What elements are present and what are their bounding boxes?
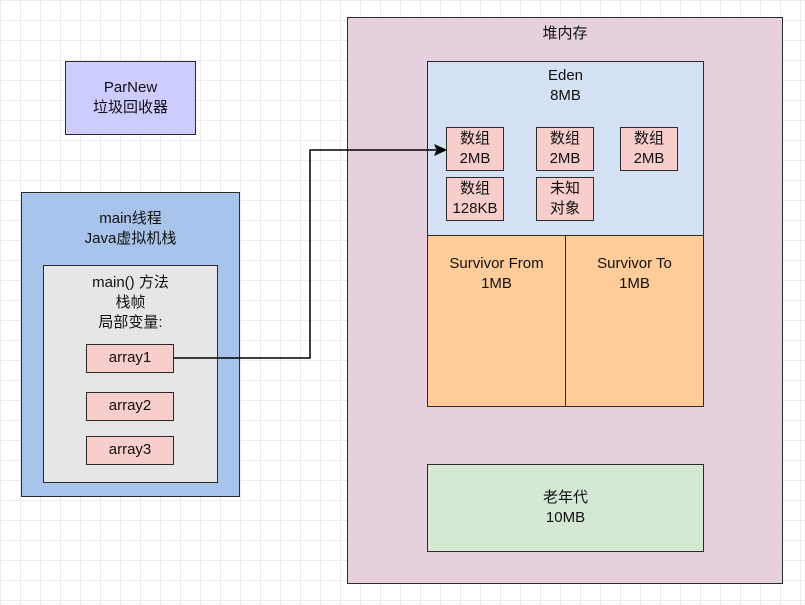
object-kind: 数组 [633, 130, 664, 147]
eden-title: Eden [547, 67, 584, 84]
object-kind: 数组 [459, 180, 490, 197]
object-kind: 数组 [459, 130, 490, 147]
eden-object: 未知 对象 [536, 177, 594, 221]
heap-title: 堆内存 [542, 25, 588, 42]
variable-array3: array3 [86, 436, 174, 465]
eden-size: 8MB [550, 87, 581, 104]
survivor-from-region: Survivor From 1MB [427, 235, 566, 407]
parnew-title: ParNew [103, 79, 158, 96]
old-generation-size: 10MB [545, 509, 586, 526]
stack-title: Java虚拟机栈 [84, 230, 177, 247]
survivor-from-size: 1MB [481, 275, 512, 292]
variable-array1: array1 [86, 344, 174, 373]
eden-object: 数组 2MB [620, 127, 678, 171]
old-generation-title: 老年代 [542, 489, 588, 506]
variable-array2: array2 [86, 392, 174, 421]
frame-method-label: main() 方法 [92, 274, 169, 291]
object-size: 2MB [459, 150, 491, 167]
survivor-to-region: Survivor To 1MB [565, 235, 704, 407]
eden-object: 数组 2MB [446, 127, 504, 171]
survivor-to-size: 1MB [619, 275, 650, 292]
eden-object: 数组 2MB [536, 127, 594, 171]
object-size: 2MB [633, 150, 665, 167]
object-size: 128KB [452, 200, 498, 217]
frame-label: 栈帧 [115, 294, 146, 311]
survivor-to-title: Survivor To [597, 255, 672, 272]
eden-object: 数组 128KB [446, 177, 504, 221]
survivor-from-title: Survivor From [449, 255, 544, 272]
parnew-collector-box: ParNew 垃圾回收器 [65, 61, 196, 135]
frame-locals-label: 局部变量: [98, 314, 163, 331]
object-size: 2MB [549, 150, 581, 167]
object-kind: 未知 [549, 180, 580, 197]
stack-thread-title: main线程 [99, 210, 162, 227]
object-kind: 数组 [549, 130, 580, 147]
object-size: 对象 [549, 200, 580, 217]
old-generation-region: 老年代 10MB [427, 464, 704, 552]
parnew-subtitle: 垃圾回收器 [92, 99, 168, 116]
